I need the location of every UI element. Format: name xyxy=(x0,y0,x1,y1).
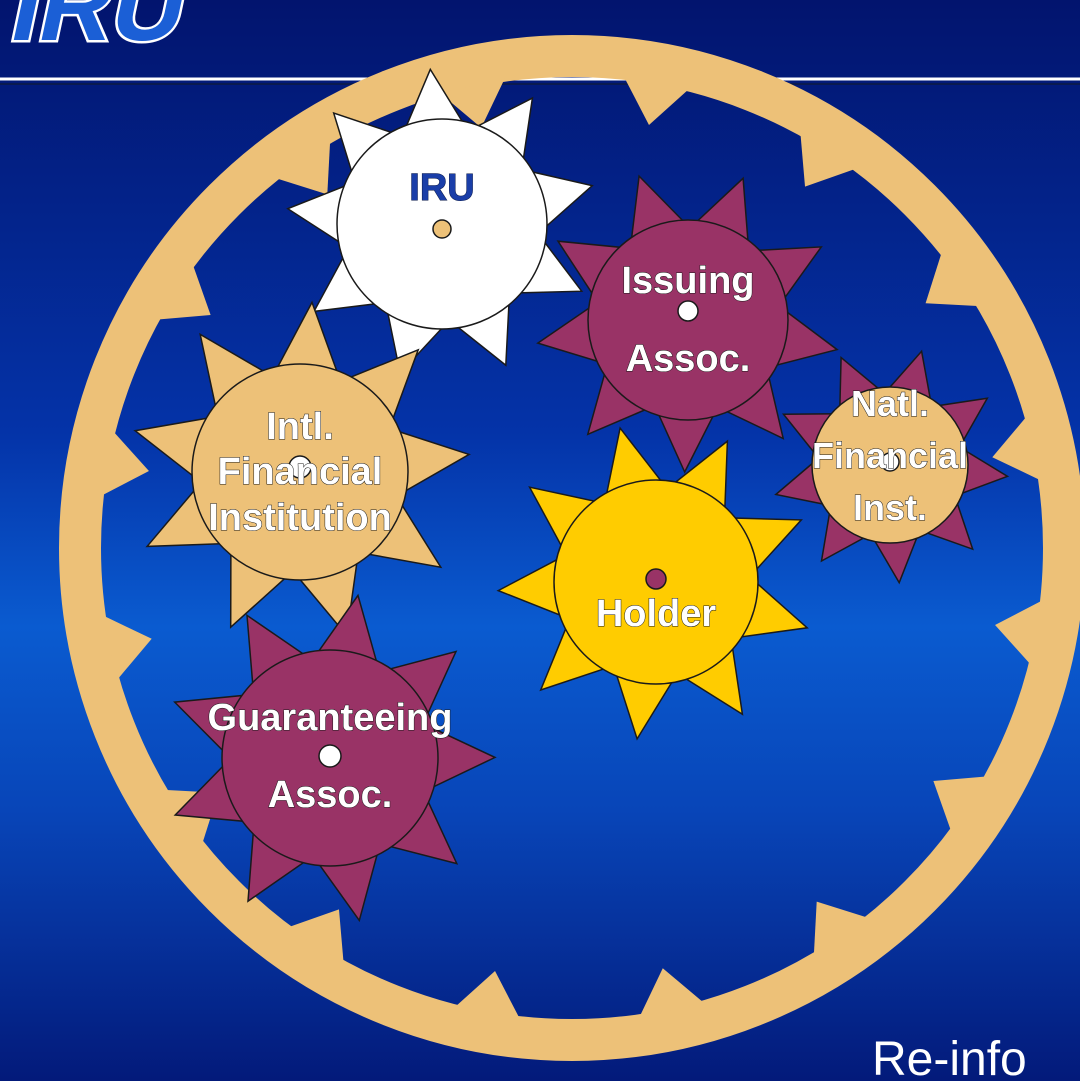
gear-intl-label-0: Intl. xyxy=(266,406,334,448)
ring-tooth xyxy=(439,78,505,128)
ring-tooth xyxy=(275,140,331,195)
gear-holder: Holder xyxy=(496,426,809,741)
iru-logo: IRU xyxy=(0,0,201,48)
gear-intl-label-2: Institution xyxy=(208,497,392,539)
gear-guaranteeing-label-1: Assoc. xyxy=(268,774,393,816)
gear-holder-label-0: Holder xyxy=(596,593,717,635)
gear-intl-hub xyxy=(288,455,312,479)
gear-natl-label-2: Inst. xyxy=(853,487,927,528)
ring-tooth xyxy=(100,430,149,496)
gear-natl-hub xyxy=(880,452,900,472)
gear-intl-label-1: Financial xyxy=(218,451,383,493)
gear-issuing-label-0: Issuing xyxy=(621,260,754,302)
ring-tooth xyxy=(800,132,857,187)
ring-tooth xyxy=(156,263,211,320)
gear-iru: IRU xyxy=(286,67,594,375)
ring-tooth xyxy=(813,901,869,956)
gear-natl-label-1: Financial xyxy=(812,435,968,476)
gears: IRUIssuingAssoc.Intl.FinancialInstitutio… xyxy=(133,67,1010,923)
gear-iru-label-0: IRU xyxy=(409,167,474,209)
gear-issuing-hub xyxy=(677,300,699,322)
ring-tooth xyxy=(995,600,1044,666)
gear-holder-hub xyxy=(645,568,667,590)
gear-guaranteeing-hub xyxy=(318,744,342,768)
outer-ring xyxy=(59,35,1080,1061)
ring-tooth xyxy=(102,615,152,681)
footer-text: Re-info xyxy=(872,1033,1027,1081)
ring-tooth xyxy=(925,251,980,307)
ring-band xyxy=(59,35,1080,1061)
ring-tooth xyxy=(933,776,988,833)
gear-issuing-label-1: Assoc. xyxy=(626,338,751,380)
ring-tooth xyxy=(624,76,690,125)
logo-text: IRU xyxy=(2,0,198,48)
ring-tooth xyxy=(992,415,1042,481)
gear-natl-label-0: Natl. xyxy=(851,383,929,424)
ring-tooth xyxy=(454,971,520,1020)
ring-tooth xyxy=(639,968,705,1018)
gear-guaranteeing-label-0: Guaranteeing xyxy=(208,697,453,739)
gear-iru-hub xyxy=(432,219,452,239)
ring-tooth xyxy=(287,909,344,964)
